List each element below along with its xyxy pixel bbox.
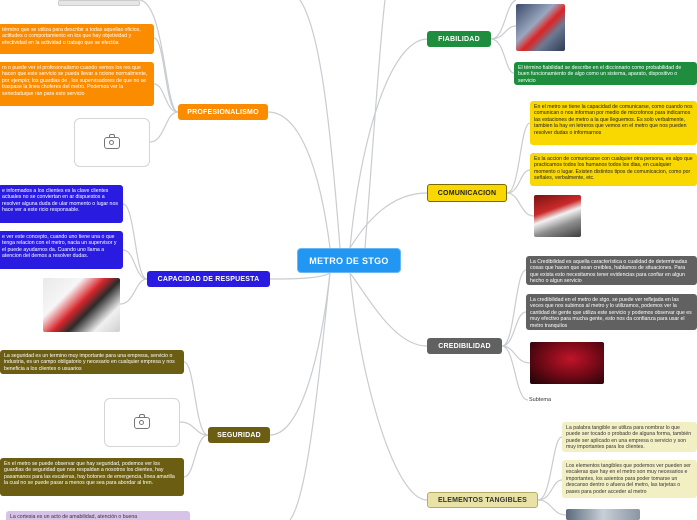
note-comunicacion-definition[interactable]: Es la accion de comunicarse con cualquie… <box>530 153 697 186</box>
metro-escalator-photo[interactable] <box>566 509 640 520</box>
customer-service-photo[interactable] <box>43 278 120 332</box>
note-tangible-metro[interactable]: Los elementos tangibles que podemos ver … <box>562 460 697 498</box>
branch-capacidad-de-respuesta[interactable]: CAPACIDAD DE RESPUESTA <box>147 271 270 287</box>
subtopic-label[interactable]: Subtema <box>529 397 552 403</box>
note-fiabilidad-definition[interactable]: El término fiabilidad se describe en el … <box>514 62 697 85</box>
image-placeholder[interactable] <box>74 118 150 167</box>
camera-icon <box>104 133 120 149</box>
note-comunicacion-metro[interactable]: En el metro se tiene la capacidad de com… <box>530 101 697 145</box>
note-seguridad-metro[interactable]: En el metro se puede observar que hay se… <box>0 458 184 496</box>
central-topic[interactable]: METRO DE STGO <box>297 248 401 273</box>
branch-elementos-tangibles[interactable]: ELEMENTOS TANGIBLES <box>427 492 538 508</box>
branch-seguridad[interactable]: SEGURIDAD <box>208 427 270 443</box>
note-profesionalismo-metro[interactable]: ro o puede ver el profesionalismo cuando… <box>0 62 154 106</box>
branch-profesionalismo[interactable]: PROFESIONALISMO <box>178 104 268 120</box>
note-seguridad-definition[interactable]: La seguridad es un termino muy important… <box>0 350 184 374</box>
note-capacidad-metro[interactable]: e ver este concepto, cuando uno tiene un… <box>0 231 123 269</box>
note-tangible-definition[interactable]: La palabra tangible se utiliza para nomb… <box>562 422 697 452</box>
camera-icon <box>134 413 150 429</box>
branch-comunicacion[interactable]: COMUNICACION <box>427 184 507 202</box>
image-placeholder-seguridad[interactable] <box>104 398 180 447</box>
top-cropped-image[interactable] <box>58 0 140 6</box>
news-logo-photo[interactable] <box>530 342 604 384</box>
branch-credibilidad[interactable]: CREDIBILIDAD <box>427 338 502 354</box>
note-profesionalismo-definition[interactable]: término que se utiliza para describir a … <box>0 24 154 54</box>
metro-train-photo[interactable] <box>516 4 565 51</box>
note-cortesia-definition[interactable]: La cortesia es un acto de amabilidad, at… <box>6 511 190 520</box>
branch-fiabilidad[interactable]: FIABILIDAD <box>427 31 491 47</box>
metro-station-photo[interactable] <box>534 195 581 237</box>
note-credibilidad-metro[interactable]: La credibilidad en el metro de stgo. se … <box>526 294 697 330</box>
note-capacidad-definition[interactable]: e informados a los clientes es la clave … <box>0 185 123 223</box>
note-credibilidad-definition[interactable]: La Credibilidad es aquella característic… <box>526 256 697 285</box>
